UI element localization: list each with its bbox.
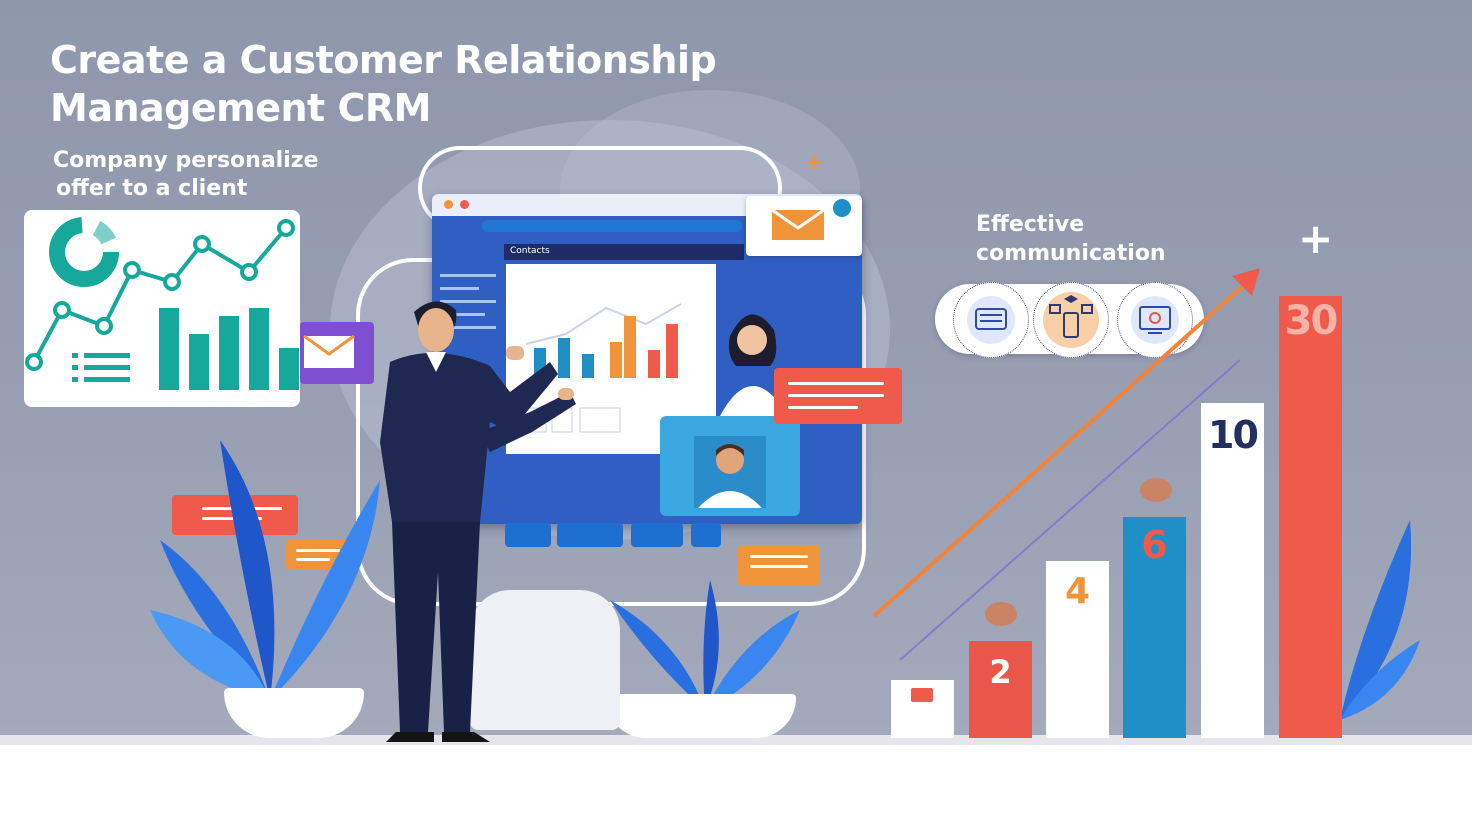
effective-communication-heading: Effective communication (976, 210, 1166, 268)
plant-left (150, 440, 380, 700)
heading-line: communication (976, 241, 1166, 266)
address-bar[interactable] (482, 220, 742, 232)
chat-bubble (774, 368, 902, 424)
dashboard-bar-chart: + (525, 303, 682, 433)
footer-button[interactable] (631, 523, 683, 547)
screen-header-label: Contacts (510, 246, 550, 256)
sidebar-list (440, 264, 496, 424)
businessman-figure (380, 301, 576, 742)
growth-bar: 6 (1123, 517, 1186, 738)
sparkle-plus-icon: + (804, 148, 825, 176)
footer-button[interactable] (505, 523, 551, 547)
screen-footer-buttons (505, 523, 805, 551)
growth-bar-value: 30 (1284, 298, 1339, 344)
sidebar-line (440, 326, 496, 329)
growth-bar-value: 4 (1064, 571, 1091, 612)
graduation-growth-icon[interactable] (1033, 282, 1109, 358)
sidebar-line (440, 300, 496, 303)
envelope-icon (303, 334, 355, 368)
plant-right (1340, 520, 1420, 720)
sidebar-line (440, 274, 496, 277)
growth-bar: 4 (1046, 561, 1109, 738)
caption-line: offer to a client (56, 176, 248, 201)
chat-bubble (738, 545, 820, 585)
page-title: Create a Customer Relationship Managemen… (50, 38, 717, 130)
keyboard-hands-icon[interactable] (953, 282, 1029, 358)
coin-icon (1140, 478, 1172, 502)
growth-bar-value: 2 (989, 653, 1012, 691)
video-participant-avatar (694, 436, 766, 508)
plant-center (610, 580, 800, 710)
footer-button[interactable] (557, 523, 623, 547)
communication-icons-pill (935, 282, 1204, 358)
growth-bar-value: 10 (1208, 413, 1259, 457)
personalize-offer-caption: Company personalize offer to a client (53, 147, 323, 203)
caption-line: Company personalize (53, 148, 319, 173)
heading-line: Effective (976, 212, 1085, 237)
bar-graph-icon (159, 308, 299, 390)
screen-header-bar (504, 244, 744, 260)
list-icon (72, 353, 130, 382)
window-dot (444, 200, 453, 209)
plant-pot (606, 694, 796, 738)
printer-icon (911, 688, 933, 702)
email-bubble (746, 196, 862, 256)
envelope-icon (771, 199, 851, 240)
monitor-gear-icon[interactable] (1117, 282, 1193, 358)
sidebar-line (440, 287, 480, 290)
sidebar-line (440, 313, 485, 316)
pedestal (470, 590, 620, 730)
illustration-background: Create a Customer Relationship Managemen… (0, 0, 1472, 745)
growth-bar: 30 (1279, 296, 1342, 738)
coin-icon (985, 602, 1017, 626)
video-call-tile[interactable] (660, 416, 800, 516)
analytics-card (24, 210, 300, 407)
floor-strip (0, 735, 1472, 745)
email-bubble (300, 322, 374, 384)
growth-bar: 2 (969, 641, 1032, 738)
footer-button[interactable] (691, 523, 721, 547)
growth-arrow (872, 268, 1260, 661)
growth-bar-base (891, 680, 954, 738)
window-dot (460, 200, 469, 209)
support-agent-avatar (720, 314, 788, 416)
line-graph-icon (25, 219, 295, 371)
growth-bar-value: 6 (1141, 523, 1168, 567)
plus-icon: + (1298, 214, 1334, 263)
plant-pot (224, 688, 364, 738)
analytics-card-graphic (25, 217, 299, 390)
donut-chart-icon (49, 217, 119, 287)
growth-bar: 10 (1201, 403, 1264, 738)
